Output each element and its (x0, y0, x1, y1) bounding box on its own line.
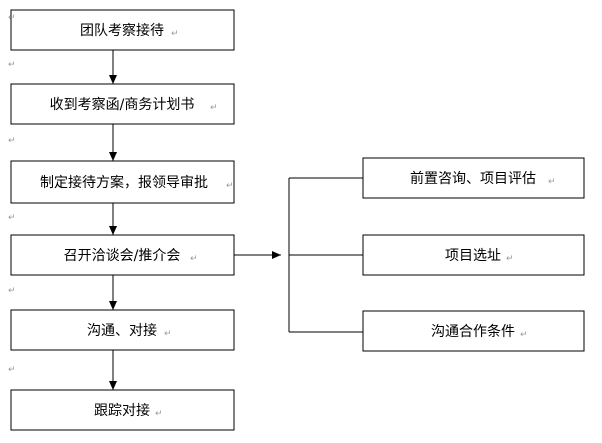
step-communicate-label: 沟通、对接 (87, 322, 157, 339)
paragraph-mark: ↵ (164, 329, 172, 339)
paragraph-mark: ↵ (8, 286, 16, 296)
step-receive-letter-label: 收到考察函/商务计划书 (50, 96, 195, 113)
step-team-reception-label: 团队考察接待 (80, 22, 164, 39)
step-hold-meeting-label: 召开洽谈会/推介会 (64, 248, 181, 264)
step-consult-assess: 前置咨询、项目评估 ↵ (362, 157, 585, 199)
paragraph-mark: ↵ (155, 409, 163, 419)
paragraph-mark: ↵ (8, 13, 16, 23)
step-hold-meeting: 召开洽谈会/推介会 ↵ (10, 234, 235, 276)
paragraph-mark: ↵ (210, 103, 218, 113)
paragraph-mark: ↵ (190, 254, 198, 264)
step-cooperation-terms-label: 沟通合作条件 (431, 323, 515, 340)
paragraph-mark: ↵ (520, 330, 528, 340)
step-make-plan: 制定接待方案，报领导审批 ↵ (10, 160, 235, 204)
step-follow-up-label: 跟踪对接 (94, 402, 150, 419)
step-team-reception: 团队考察接待 ↵ (10, 9, 235, 51)
step-site-selection: 项目选址 ↵ (362, 234, 585, 276)
paragraph-mark: ↵ (8, 136, 16, 146)
step-receive-letter: 收到考察函/商务计划书 ↵ (10, 83, 235, 125)
paragraph-mark: ↵ (506, 254, 514, 264)
step-cooperation-terms: 沟通合作条件 ↵ (362, 310, 585, 352)
step-site-selection-label: 项目选址 (445, 248, 501, 264)
step-communicate: 沟通、对接 ↵ (10, 309, 235, 351)
paragraph-mark: ↵ (226, 181, 234, 191)
paragraph-mark: ↵ (548, 177, 556, 187)
paragraph-mark: ↵ (8, 365, 16, 375)
step-make-plan-label: 制定接待方案，报领导审批 (40, 174, 208, 191)
step-consult-assess-label: 前置咨询、项目评估 (410, 170, 536, 187)
paragraph-mark: ↵ (171, 29, 179, 39)
paragraph-mark: ↵ (8, 213, 16, 223)
paragraph-mark: ↵ (8, 60, 16, 70)
step-follow-up: 跟踪对接 ↵ (10, 389, 235, 431)
